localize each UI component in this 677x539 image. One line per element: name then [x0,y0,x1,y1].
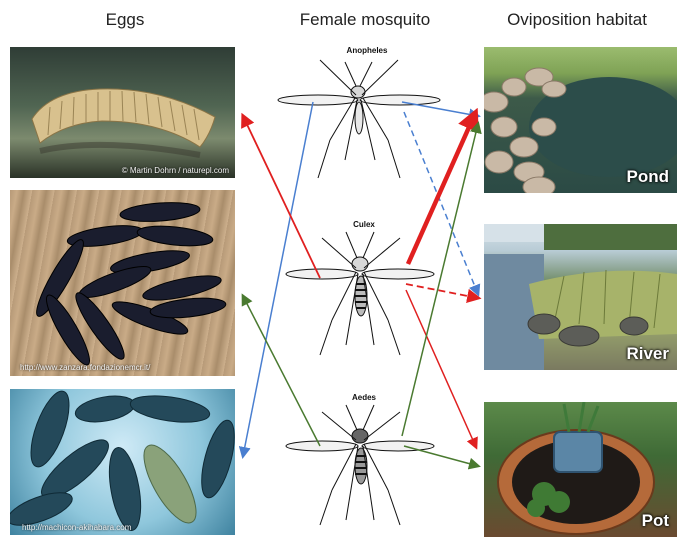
aedes-to-eggs-arrow [243,296,320,446]
anopheles-to-pond-arrow [402,102,478,116]
aedes-to-pond-arrow [402,124,478,436]
aedes-to-pot-arrow [404,446,478,466]
anopheles-to-river-dashed-arrow [404,112,478,294]
culex-to-pot-arrow [406,290,476,447]
culex-to-river-dashed-arrow [406,284,478,298]
anopheles-to-eggs-arrow [243,102,313,456]
culex-to-pond-thick-arrow [408,116,474,264]
anopheles-mosquito-icon [278,60,440,178]
culex-to-eggs-arrow [243,116,320,278]
